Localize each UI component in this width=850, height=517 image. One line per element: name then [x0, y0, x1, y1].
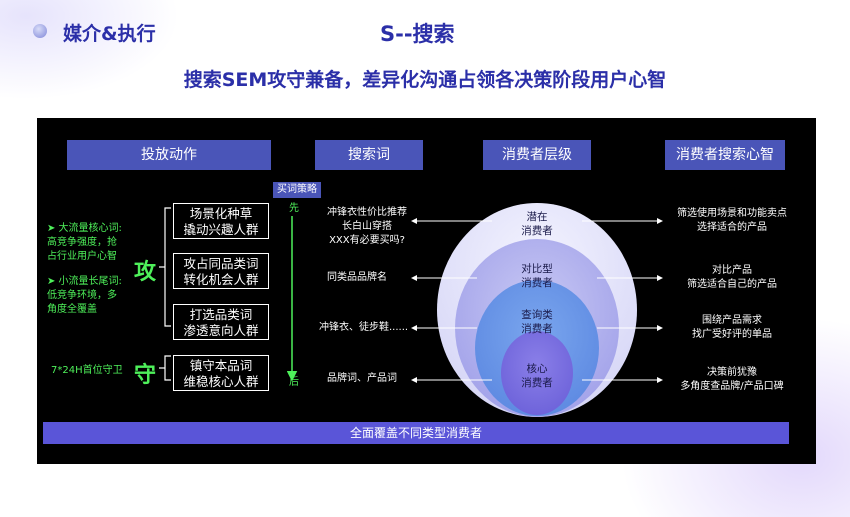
keyword-group-3: 冲锋衣、徒步鞋...... [319, 322, 409, 333]
column-header-levels: 消费者层级 [483, 140, 591, 170]
mindset-1: 筛选使用场景和功能卖点选择适合的产品 [677, 208, 787, 233]
diagram-graphics [159, 203, 663, 417]
attack-label: 攻 [134, 260, 157, 285]
column-header-actions: 投放动作 [67, 140, 271, 170]
background-glow-top [0, 0, 180, 100]
bracket-attack [164, 207, 171, 327]
page-title: S--搜索 [380, 22, 455, 46]
level-compare: 对比型消费者 [521, 263, 553, 289]
bullet-dot-icon [33, 24, 47, 38]
column-header-mindset: 消费者搜索心智 [665, 140, 785, 170]
defend-label: 守 [134, 363, 157, 388]
action-box-3: 打选品类词渗透意向人群 [173, 304, 269, 340]
level-query: 查询类消费者 [521, 309, 553, 335]
level-potential: 潜在消费者 [521, 211, 553, 237]
bracket-defend [164, 355, 171, 381]
mindset-4: 决策前犹豫多角度查品牌/产品口碑 [680, 367, 784, 392]
note-big-traffic: ➤ 大流量核心词: 高竞争强度，抢 占行业用户心智 [47, 223, 122, 262]
strategy-label: 买词策略 [273, 182, 321, 198]
section-title: 媒介&执行 [63, 23, 156, 45]
mindset-2: 对比产品筛选适合自己的产品 [687, 265, 777, 290]
column-header-keywords: 搜索词 [315, 140, 423, 170]
page-subtitle: 搜索SEM攻守兼备，差异化沟通占领各决策阶段用户心智 [183, 69, 667, 91]
circle-core [501, 331, 573, 415]
keyword-group-2: 同类品品牌名 [327, 272, 387, 283]
note-long-tail: ➤ 小流量长尾词: 低竞争环境，多 角度全覆盖 [47, 276, 122, 315]
strategy-first: 先 [289, 203, 299, 214]
action-box-1: 场景化种草撬动兴趣人群 [173, 203, 269, 239]
keyword-group-4: 品牌词、产品词 [327, 373, 397, 384]
action-box-4: 镇守本品词维稳核心人群 [173, 355, 269, 391]
note-guard: 7*24H首位守卫 [51, 365, 123, 376]
action-box-2: 攻占同品类词转化机会人群 [173, 253, 269, 289]
diagram-panel: 投放动作 搜索词 消费者层级 消费者搜索心智 买词策略 先 后 ➤ 大流量核心词… [37, 118, 816, 464]
mindset-3: 围绕产品需求找广受好评的单品 [692, 315, 772, 340]
strategy-last: 后 [289, 377, 299, 388]
bottom-banner: 全面覆盖不同类型消费者 [43, 422, 789, 444]
level-core: 核心消费者 [521, 363, 553, 389]
